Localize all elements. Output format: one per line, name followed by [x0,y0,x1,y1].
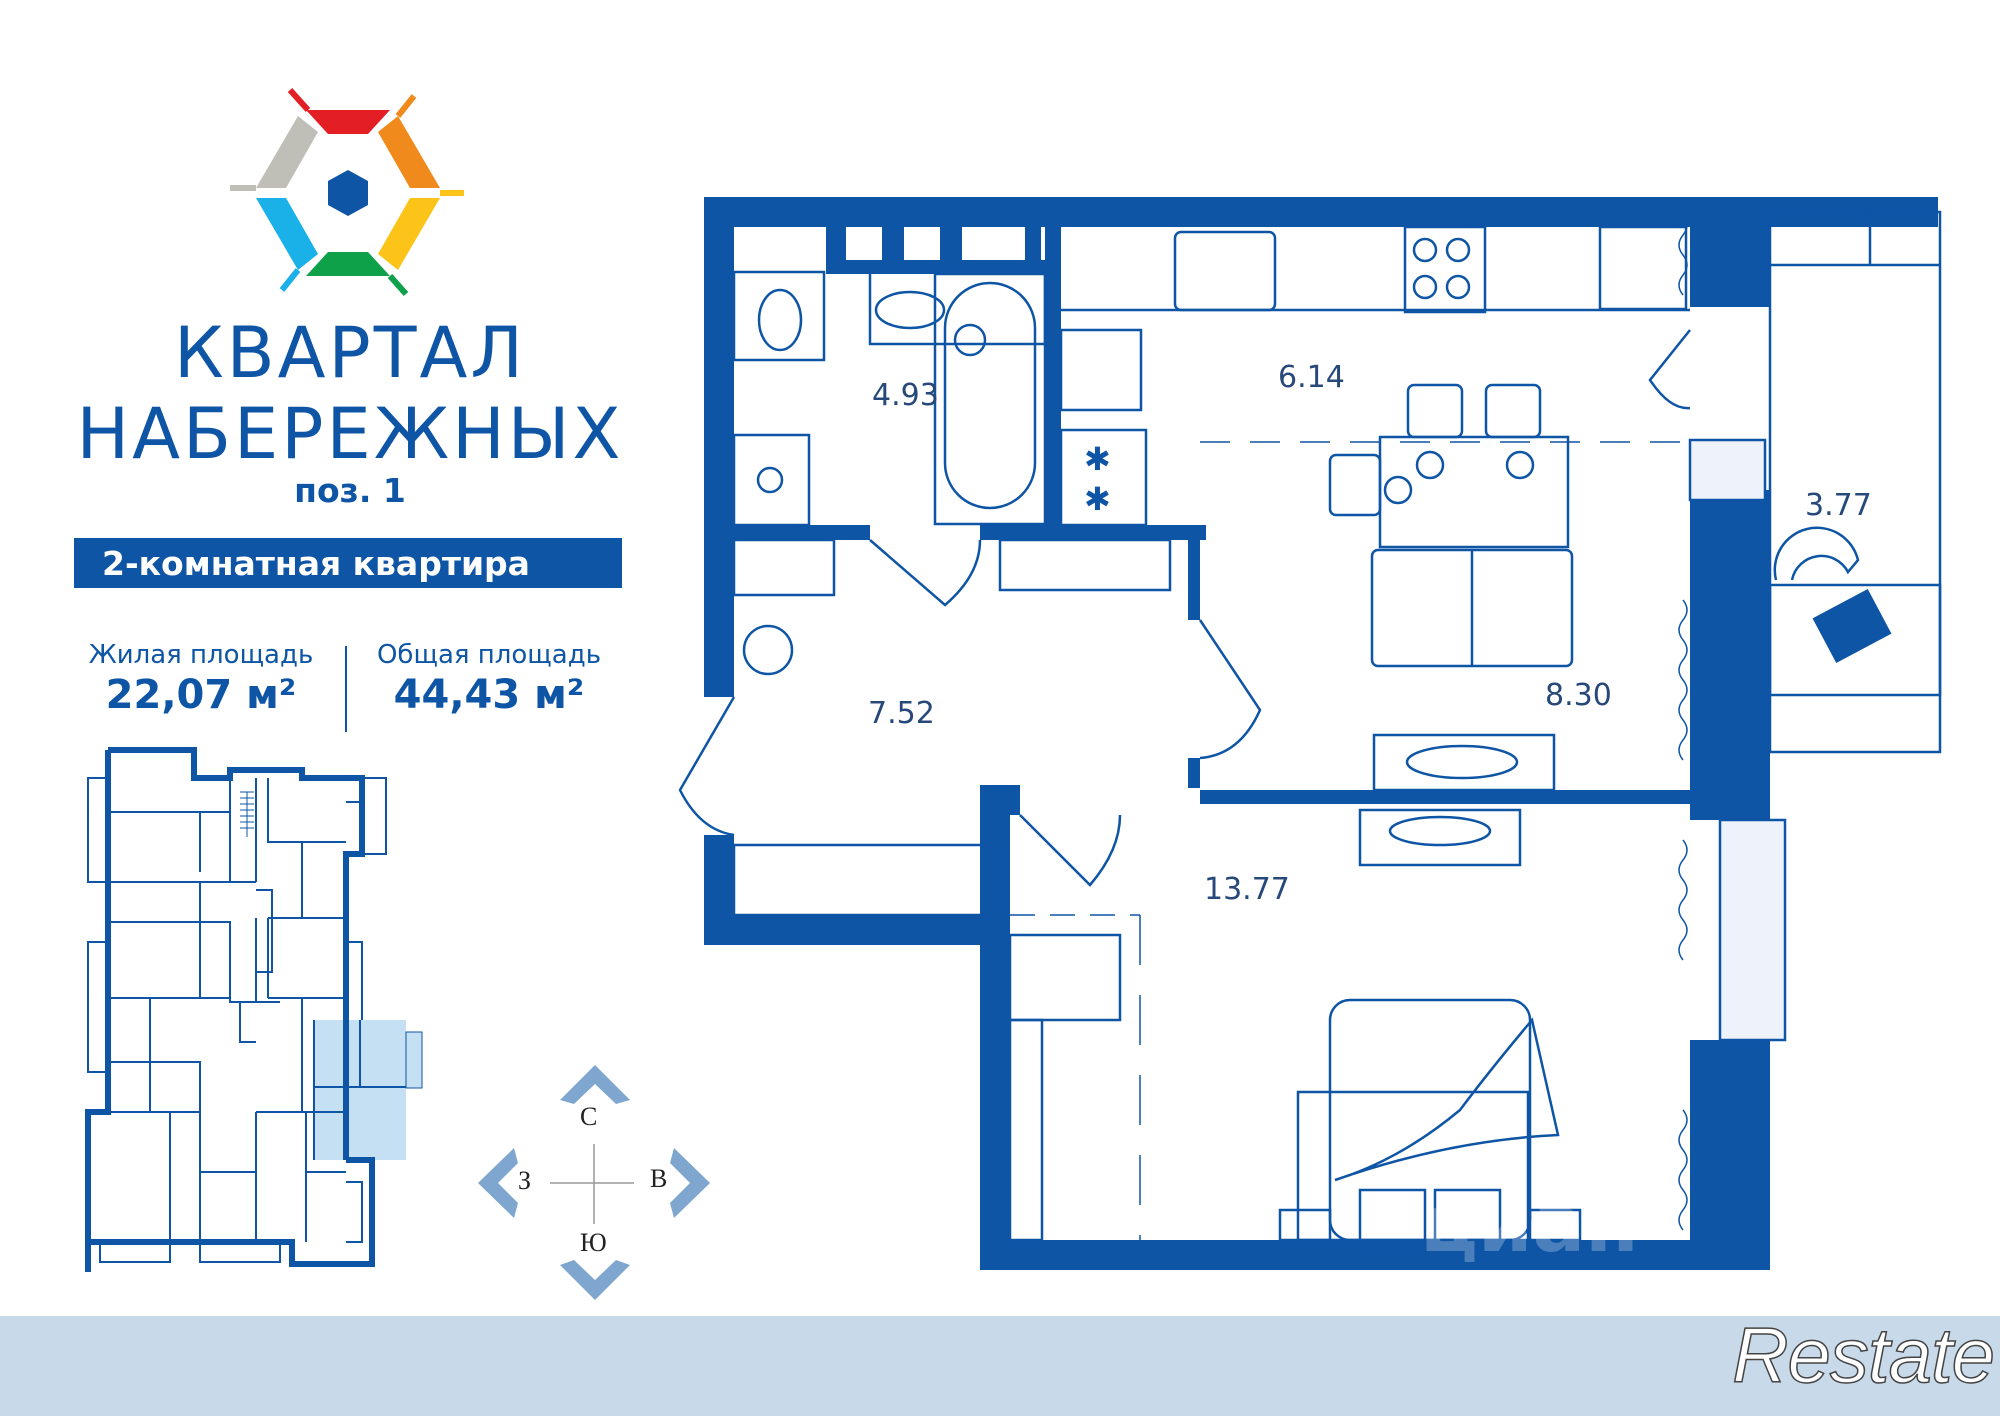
logo-icon [230,88,464,296]
west-arrow-icon [478,1148,518,1218]
walls [704,197,1938,1270]
room-area-hallway: 7.52 [868,696,935,731]
compass-rose: С Ю З В [470,1060,720,1310]
total-area-label: Общая площадь [376,640,602,670]
svg-text:✱: ✱ [1084,441,1111,477]
apartment-floor-plan: ✱ ✱ [600,180,2000,1270]
room-area-balcony: 3.77 [1805,488,1872,523]
footer-bar [0,1316,2000,1416]
restate-logo: Restate [1731,1310,1995,1400]
svg-text:✱: ✱ [1084,481,1111,517]
total-area-stat: Общая площадь 44,43 м² [355,640,623,718]
compass-south-label: Ю [580,1228,607,1257]
north-arrow-icon [560,1065,630,1104]
project-title-line2: НАБЕРЕЖНЫХ [76,393,624,475]
living-area-value: 22,07 м² [105,672,297,718]
project-title-line1: КВАРТАЛ [173,312,527,394]
furniture: ✱ ✱ [678,210,1942,1252]
apartment-type-label: 2-комнатная квартира [102,543,530,583]
living-area-stat: Жилая площадь 22,07 м² [70,640,332,718]
compass-east-label: В [650,1164,668,1193]
compass-west-label: З [518,1166,532,1195]
building-key-plan [85,747,423,1272]
total-area-value: 44,43 м² [393,672,585,718]
room-area-kitchen: 6.14 [1278,360,1345,395]
room-area-living-room: 8.30 [1545,678,1612,713]
room-area-bedroom: 13.77 [1204,872,1290,907]
stat-divider [345,646,347,732]
apartment-type-banner: 2-комнатная квартира [74,538,622,588]
compass-north-label: С [580,1102,598,1131]
south-arrow-icon [560,1260,630,1300]
project-position: поз. 1 [294,471,406,510]
living-area-label: Жилая площадь [88,640,314,670]
watermark-text: циан [1420,1180,1639,1270]
east-arrow-icon [670,1148,710,1218]
room-area-bathroom: 4.93 [872,378,939,413]
